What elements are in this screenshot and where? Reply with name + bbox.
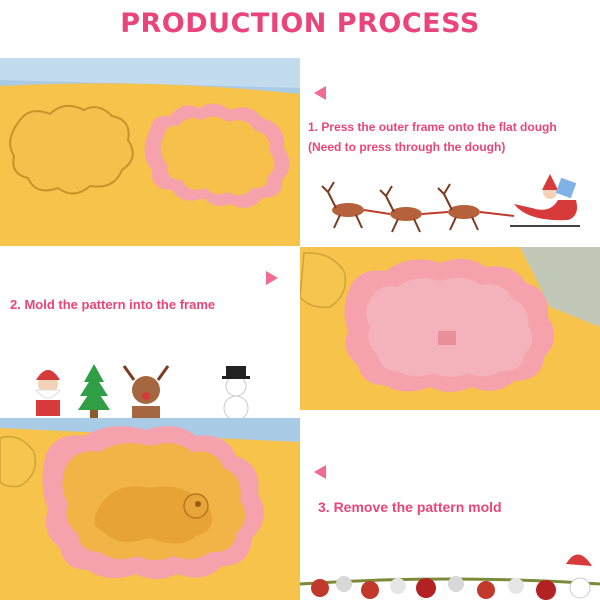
snowman-icon [222, 366, 250, 420]
step1-photo [0, 58, 300, 246]
triangle-left-icon [314, 465, 326, 479]
santa-icon [34, 370, 62, 416]
triangle-left-icon [314, 86, 326, 100]
step1-line1: 1. Press the outer frame onto the flat d… [308, 120, 557, 134]
christmas-characters-icon [34, 364, 250, 420]
reindeer-face-icon [122, 365, 170, 418]
step2-line1: 2. Mold the pattern into the frame [10, 297, 216, 312]
step3-photo [0, 418, 300, 600]
step3-text: 3. Remove the pattern mold [318, 498, 600, 517]
chevron-up-icon [291, 37, 309, 47]
step1-line2: (Need to press through the dough) [308, 140, 506, 155]
step2-text: 2. Mold the pattern into the frame [10, 296, 295, 314]
step1-text: 1. Press the outer frame onto the flat d… [308, 119, 600, 155]
ornaments-icon [300, 554, 600, 600]
christmas-tree-icon [78, 364, 110, 418]
page-title: PRODUCTION PROCESS [120, 7, 480, 39]
step2-photo [300, 247, 600, 410]
step3-line1: 3. Remove the pattern mold [318, 499, 502, 515]
reindeer-sleigh-icon [321, 174, 580, 233]
triangle-right-icon [266, 271, 278, 285]
